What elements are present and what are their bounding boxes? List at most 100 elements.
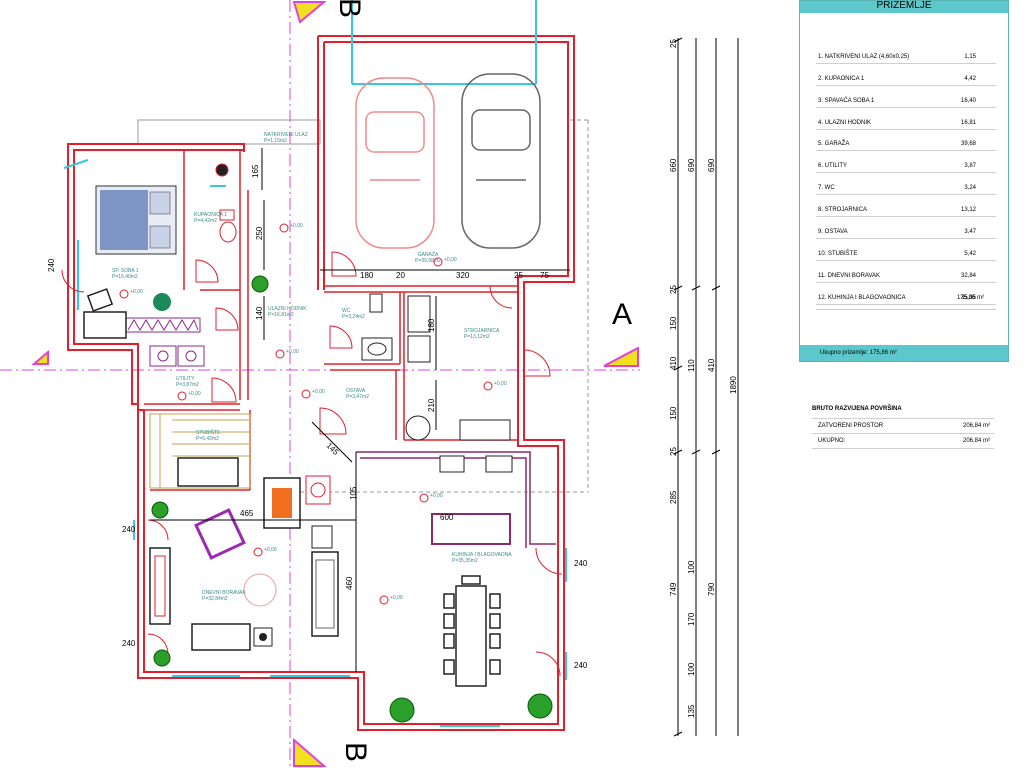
svg-text:320: 320 [456,271,470,280]
svg-text:+0,00: +0,00 [494,381,507,387]
svg-text:240: 240 [47,258,56,272]
room-label-wc: WC [342,308,351,314]
svg-text:690: 690 [687,158,696,172]
svg-text:135: 135 [687,704,696,718]
room-labels: SP. SOBA 1 P=16,40m2 KUPAONICA 1 P=4,42m… [112,132,512,602]
ruler-labels: 25 660 25 150 410 150 25 285 749 100 170… [669,39,738,718]
svg-text:600: 600 [440,513,454,522]
room-area-boravak: P=32,84m2 [202,596,228,602]
svg-text:250: 250 [255,226,264,240]
kitchen-counter [431,455,513,545]
plants-icon [151,275,553,723]
svg-text:460: 460 [345,576,354,590]
room-area-kupaonica: P=4,42m2 [194,218,217,224]
room-label-stubiste: STUBIŠTE [196,429,221,436]
svg-text:180: 180 [427,318,436,332]
svg-text:170: 170 [687,612,696,626]
wc-fixtures [361,293,393,361]
level-labels: +0,00 +0,00 +0,00 +0,00 +0,00 +0,00 +0,0… [130,223,507,601]
svg-text:150: 150 [669,406,678,420]
section-marker-a-right: A [603,298,639,367]
room-label-utility: UTILITY [176,376,195,382]
svg-text:240: 240 [574,661,588,670]
stairs-icon [149,413,251,489]
boiler-room-equipment [405,295,511,441]
gross-area-table: BRUTO RAZVIJENA POVRŠINA ZATVORENI PROST… [812,406,994,449]
svg-text:1890: 1890 [729,376,738,394]
svg-text:285: 285 [669,490,678,504]
room-label-ulaz: NATKRIVENI ULAZ [264,132,308,138]
ruler-ticks [673,37,721,737]
room-area-wc: P=3,24m2 [342,314,365,320]
room-area-spavaca: P=16,40m2 [112,274,138,280]
svg-text:+0,00: +0,00 [130,289,143,295]
svg-text:150: 150 [669,316,678,330]
svg-text:165: 165 [251,164,260,178]
bed-icon [95,185,177,255]
room-label-boravak: DNEVNI BORAVAK [202,590,246,596]
room-area-hodnik: P=16,81m2 [268,312,294,318]
bathroom-fixtures [210,163,237,243]
svg-text:25: 25 [669,447,678,456]
windows [63,0,567,727]
room-area-strojarnica: P=13,12m2 [464,334,490,340]
section-marker-b-bottom: B [293,737,372,767]
wardrobe-icon [125,317,201,333]
svg-text:+0,00: +0,00 [312,389,325,395]
svg-text:25: 25 [669,285,678,294]
svg-text:240: 240 [122,525,136,534]
svg-text:+0,00: +0,00 [290,223,303,229]
section-marker-a-left [31,349,49,365]
doors [61,251,563,677]
legend-title: PRIZEMLJE [800,1,1008,13]
room-area-stubiste: P=5,42m2 [196,436,219,442]
ruler-lines [677,38,739,736]
svg-text:+0,00: +0,00 [430,493,443,499]
fireplace-icon [263,475,331,529]
svg-text:+0,00: +0,00 [286,349,299,355]
svg-text:+0,00: +0,00 [264,547,277,553]
plant-bedroom-icon [153,293,171,311]
legend-footer: Ukupno prizemlje: 175,86 m² [800,345,1008,361]
svg-text:B: B [333,0,366,18]
svg-text:+0,00: +0,00 [390,595,403,601]
room-label-kuhinja: KUHINJA I BLAGOVAONA [452,552,512,558]
gross-row: UKUPNO:206,84 m² [812,434,994,449]
svg-text:A: A [612,298,632,331]
svg-text:790: 790 [707,582,716,596]
svg-text:410: 410 [707,358,716,372]
outer-walls [67,35,575,731]
legend-rows: 1. NATKRIVENI ULAZ (4,60x0,25)1,15 2. KU… [816,42,996,305]
section-lines [0,0,640,768]
svg-text:240: 240 [574,559,588,568]
svg-text:75: 75 [540,271,549,280]
dimension-lines [150,148,570,672]
svg-text:B: B [339,742,372,762]
room-area-utility: P=3,87m2 [176,382,199,388]
car-grey-icon [461,73,541,249]
svg-text:690: 690 [707,158,716,172]
living-furniture [149,508,339,651]
room-label-hodnik: ULAZNI HODNIK [268,306,307,312]
area-legend-table: PRIZEMLJE 1. NATKRIVENI ULAZ (4,60x0,25)… [799,0,1009,362]
svg-text:100: 100 [687,662,696,676]
svg-text:+0,00: +0,00 [188,391,201,397]
dining-table-icon [443,575,501,687]
svg-text:140: 140 [255,306,264,320]
room-label-garaza: GARAŽA [418,250,439,258]
car-red-icon [355,77,435,249]
svg-text:105: 105 [349,486,358,500]
svg-text:240: 240 [122,639,136,648]
room-area-kuhinja: P=35,35m2 [452,558,478,564]
